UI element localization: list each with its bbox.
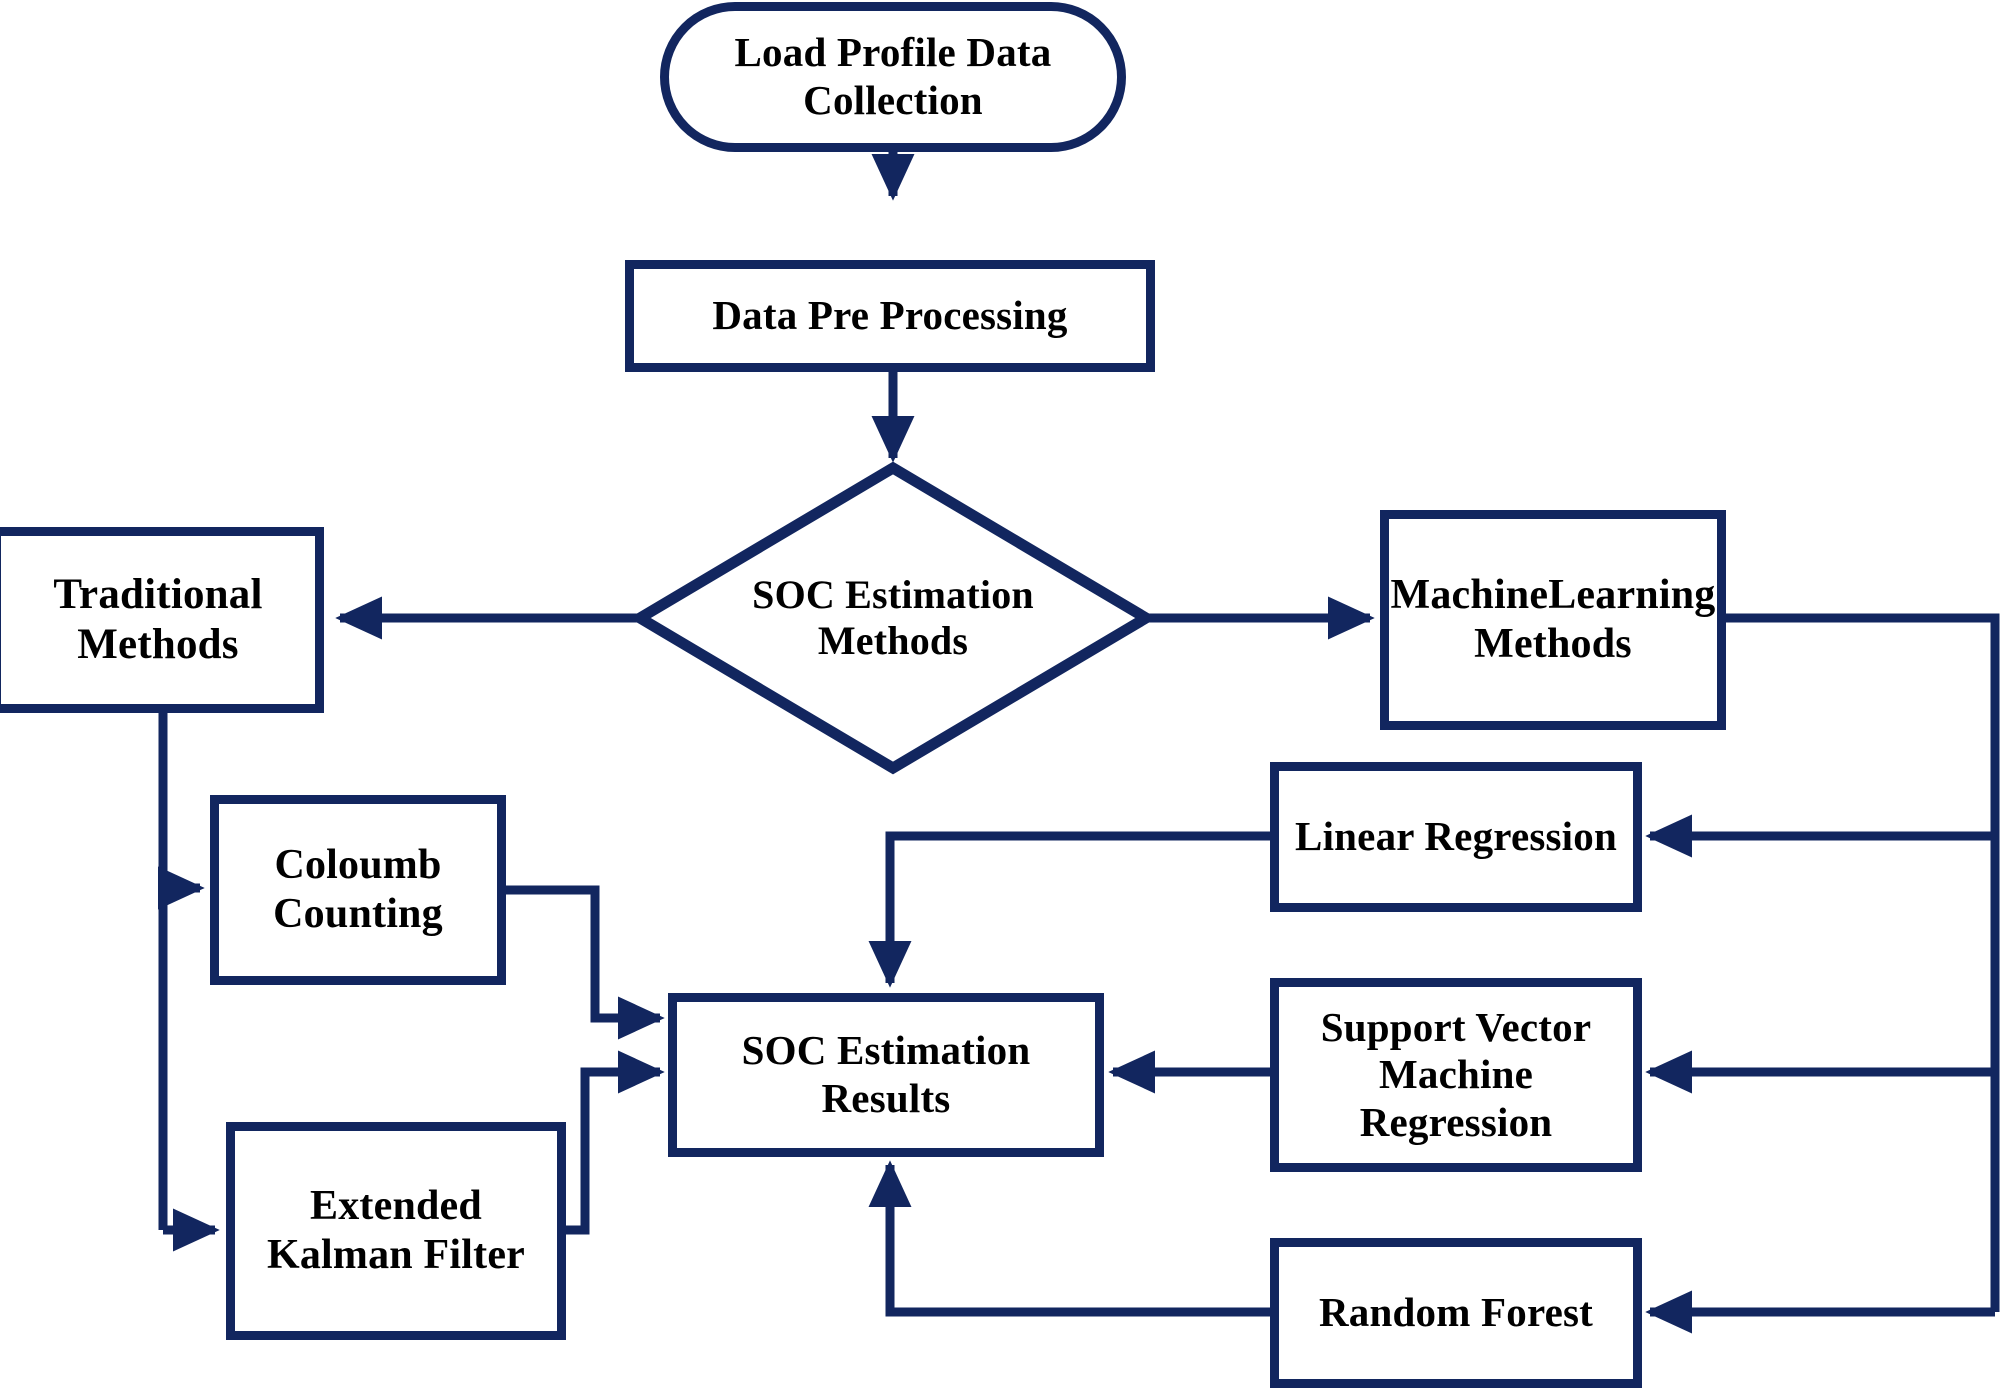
edge-ml-right-bus [1725,613,2000,1312]
node-traditional-methods[interactable]: Traditional Methods [0,527,324,713]
node-label: Data Pre Processing [712,292,1068,339]
node-soc-estimation-results[interactable]: SOC Estimation Results [668,993,1104,1157]
node-random-forest[interactable]: Random Forest [1270,1238,1642,1388]
node-label: Extended Kalman Filter [266,1183,526,1278]
node-label: SOC Estimation Results [741,1027,1031,1121]
node-soc-estimation-methods[interactable]: SOC Estimation Methods [640,468,1146,768]
node-label: Coloumb Counting [273,842,443,937]
node-label: Support Vector Machine Regression [1320,1003,1592,1145]
node-label: Traditional Methods [53,571,263,668]
node-extended-kalman-filter[interactable]: Extended Kalman Filter [226,1122,566,1340]
node-coloumb-counting[interactable]: Coloumb Counting [210,795,506,985]
node-label: SOC Estimation Methods [752,571,1034,663]
node-data-pre-processing[interactable]: Data Pre Processing [625,260,1155,372]
edge-coloumb-to-results [505,885,665,1040]
node-machine-learning-methods[interactable]: MachineLearning Methods [1380,510,1726,730]
node-support-vector-machine-regression[interactable]: Support Vector Machine Regression [1270,978,1642,1172]
node-label: Load Profile Data Collection [734,29,1052,123]
edge-random-forest-to-results [868,1160,1270,1317]
edge-ekf-to-results [565,1050,665,1235]
node-label: MachineLearning Methods [1390,572,1716,667]
node-label: Random Forest [1318,1289,1594,1336]
node-load-profile-data-collection[interactable]: Load Profile Data Collection [660,2,1126,152]
node-linear-regression[interactable]: Linear Regression [1270,762,1642,912]
edge-linear-regression-to-results [868,831,1270,988]
node-label: Linear Regression [1295,813,1617,860]
